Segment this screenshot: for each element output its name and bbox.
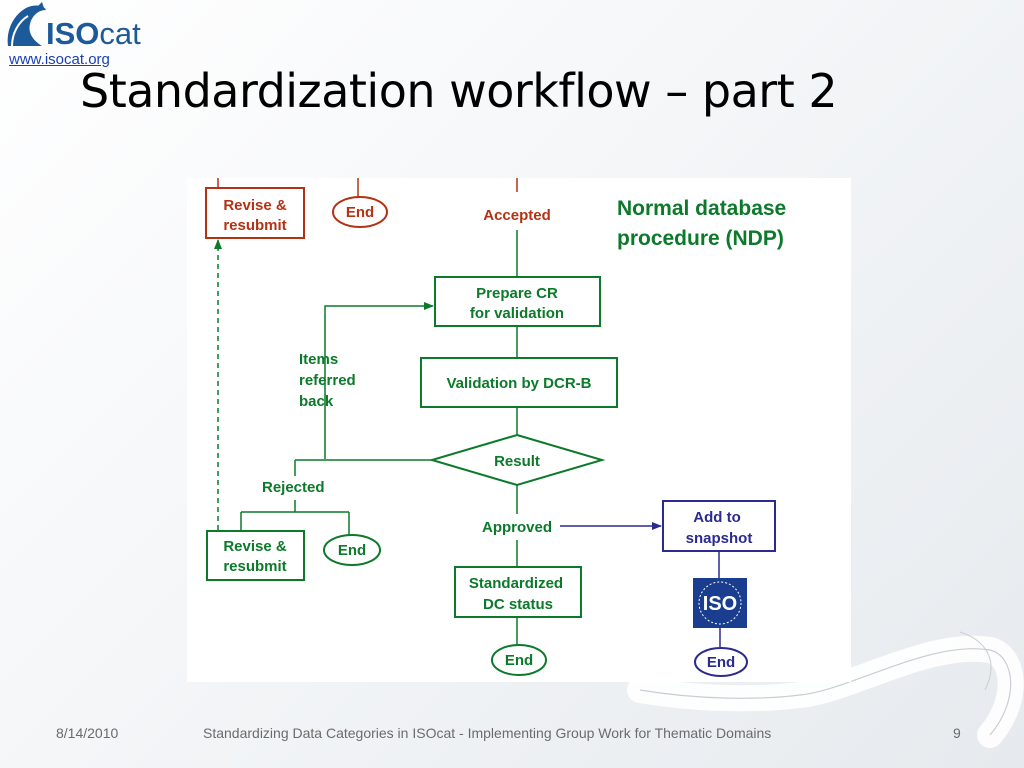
isocat-logo: ISOcat bbox=[2, 2, 142, 54]
prepare-label-2: for validation bbox=[470, 305, 564, 322]
revise-resubmit-bottom-box: Revise & resubmit bbox=[206, 530, 305, 581]
items-referred-back-arrow bbox=[324, 302, 434, 459]
validation-box: Validation by DCR-B bbox=[420, 357, 618, 408]
approved-label: Approved bbox=[482, 519, 552, 536]
end-rejected-node: End bbox=[323, 534, 381, 566]
add-to-snapshot-box: Add to snapshot bbox=[662, 500, 776, 552]
revise-bottom-label-2: resubmit bbox=[223, 558, 286, 575]
footer-title: Standardizing Data Categories in ISOcat … bbox=[203, 725, 772, 741]
workflow-diagram: Revise & resubmit End Accepted Normal da… bbox=[187, 178, 851, 682]
items-label-2: referred bbox=[299, 372, 356, 389]
website-link[interactable]: www.isocat.org bbox=[9, 51, 110, 68]
revise-top-label-1: Revise & bbox=[223, 197, 287, 214]
standardized-label-1: Standardized bbox=[469, 575, 563, 592]
end-snapshot-node: End bbox=[694, 647, 748, 677]
prepare-label-1: Prepare CR bbox=[476, 285, 558, 302]
result-label: Result bbox=[494, 453, 540, 470]
add-label-1: Add to bbox=[693, 509, 740, 526]
end-approved-label: End bbox=[505, 652, 533, 669]
revise-resubmit-top-box: Revise & resubmit bbox=[205, 187, 305, 239]
end-approved-node: End bbox=[491, 644, 547, 676]
add-label-2: snapshot bbox=[686, 530, 753, 547]
items-label-3: back bbox=[299, 393, 334, 410]
footer-date: 8/14/2010 bbox=[56, 725, 119, 741]
rejected-label: Rejected bbox=[262, 479, 325, 496]
revise-bottom-label-1: Revise & bbox=[223, 538, 287, 555]
end-top-node: End bbox=[332, 196, 388, 228]
logo-wordmark: ISOcat bbox=[46, 16, 141, 51]
footer-page-number: 9 bbox=[953, 725, 961, 741]
isocat-cat-icon bbox=[7, 2, 46, 47]
flowchart-svg: Revise & resubmit End Accepted Normal da… bbox=[205, 178, 786, 677]
end-snapshot-label: End bbox=[707, 654, 735, 671]
prepare-cr-box: Prepare CR for validation bbox=[434, 276, 601, 327]
iso-logo: ISO bbox=[693, 578, 747, 628]
validation-label: Validation by DCR-B bbox=[446, 375, 591, 392]
standardized-label-2: DC status bbox=[483, 596, 553, 613]
standardized-status-box: Standardized DC status bbox=[454, 566, 582, 618]
slide-title: Standardization workflow – part 2 bbox=[80, 64, 838, 118]
result-decision: Result bbox=[428, 433, 606, 487]
end-rejected-label: End bbox=[338, 542, 366, 559]
items-label-1: Items bbox=[299, 351, 338, 368]
ndp-label-1: Normal database bbox=[617, 197, 786, 220]
end-top-label: End bbox=[346, 204, 374, 221]
accepted-label: Accepted bbox=[483, 207, 551, 224]
iso-logo-text: ISO bbox=[703, 593, 737, 615]
ndp-label-2: procedure (NDP) bbox=[617, 227, 784, 250]
revise-top-label-2: resubmit bbox=[223, 217, 286, 234]
